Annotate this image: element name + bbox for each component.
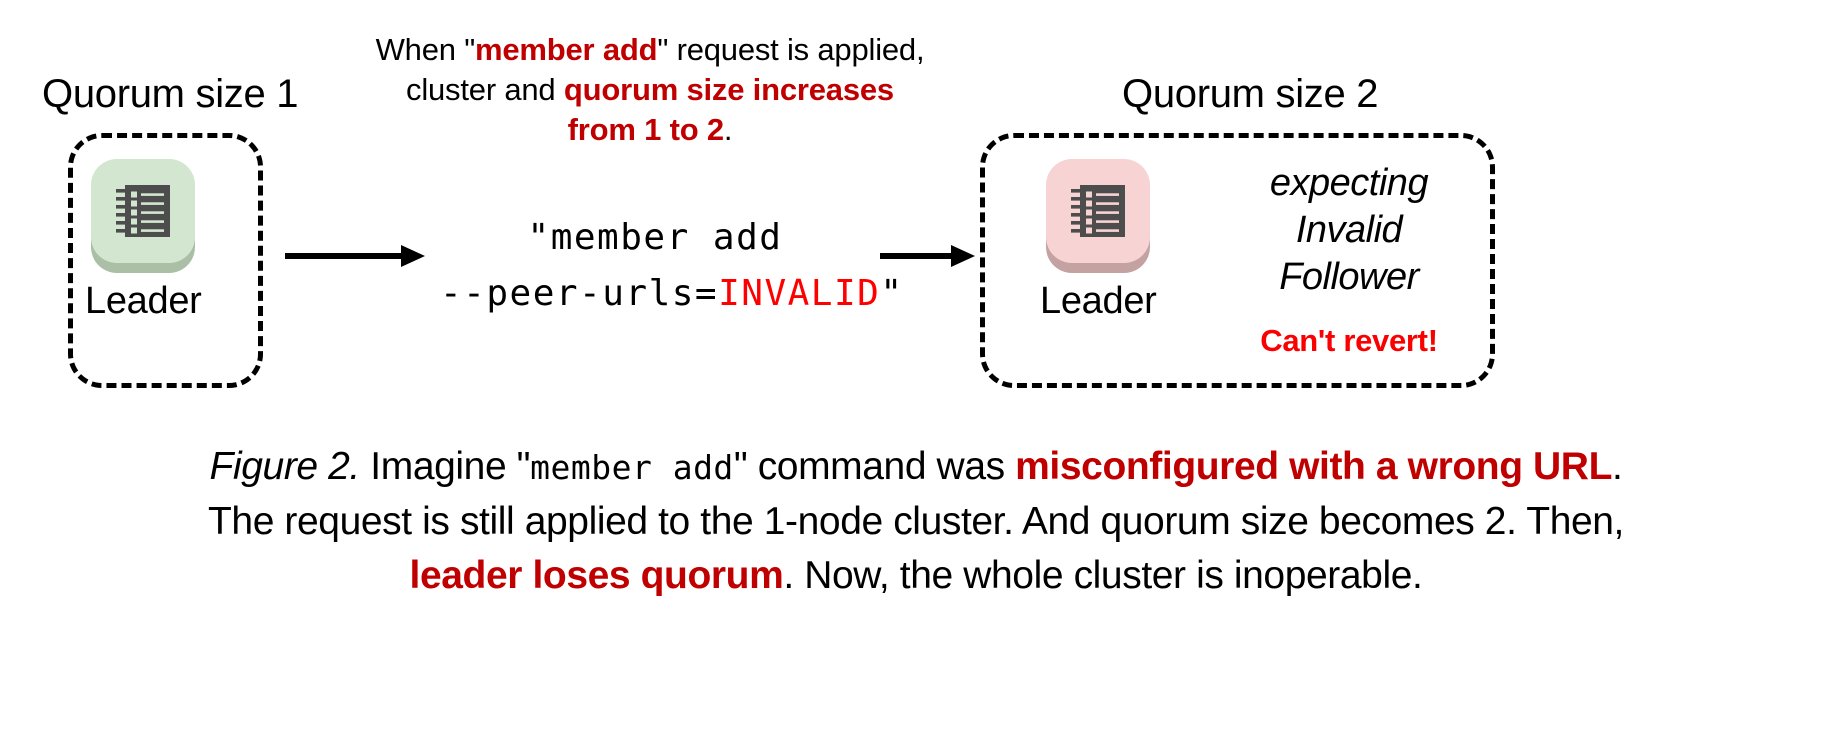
command-invalid-value: INVALID: [718, 273, 881, 314]
arrow-left-to-command-icon: [285, 245, 425, 267]
top-note-2-pre: cluster and: [406, 72, 564, 107]
right-cluster-title: Quorum size 2: [1122, 72, 1379, 116]
top-note-1-highlight: member add: [475, 32, 658, 67]
top-note-1-pre: When ": [375, 32, 476, 67]
note-line-3: Follower: [1279, 256, 1419, 298]
cant-revert-warning: Can't revert!: [1260, 323, 1438, 358]
note-line-2: Invalid: [1295, 209, 1403, 251]
top-note-3-highlight: from 1 to 2: [567, 112, 724, 147]
top-note-1-post: " request is applied,: [657, 32, 925, 67]
right-leader-node: Leader: [1040, 155, 1157, 323]
top-note-line-2: cluster and quorum size increases: [350, 70, 950, 110]
diagram-area: Quorum size 1 Quorum size 2: [42, 30, 1495, 388]
arrow-1-shaft: [285, 253, 403, 259]
figure-label: Figure 2.: [209, 445, 361, 488]
top-note-line-3: from 1 to 2.: [350, 110, 950, 150]
command-text: "member add --peer-urls=INVALID": [440, 210, 902, 322]
arrow-2-head: [951, 245, 975, 267]
caption-seg-1: Imagine ": [359, 445, 531, 488]
left-node-icon-wrap: [87, 155, 199, 277]
server-node-icon: [91, 159, 196, 263]
right-cluster-box: [980, 133, 1495, 388]
caption-seg-2: " command was: [733, 445, 1016, 488]
caption-mono-command: member add: [530, 448, 734, 487]
caption-line-3: leader loses quorum. Now, the whole clus…: [0, 549, 1832, 603]
top-note-3-post: .: [723, 112, 733, 147]
figure-caption: Figure 2. Imagine "member add" command w…: [0, 440, 1832, 603]
command-line-2: --peer-urls=INVALID": [440, 266, 902, 322]
left-node-label: Leader: [85, 280, 202, 322]
top-note-2-highlight: quorum size increases: [563, 72, 894, 107]
note-line-1: expecting: [1269, 162, 1429, 204]
left-cluster-box: [68, 133, 263, 388]
caption-line-2: The request is still applied to the 1-no…: [207, 500, 1624, 543]
caption-highlight-1: misconfigured with a wrong URL: [1015, 445, 1612, 488]
right-node-label: Leader: [1040, 280, 1157, 322]
command-line-1: "member add: [527, 217, 783, 258]
caption-seg-4: . Now, the whole cluster is inoperable.: [783, 554, 1423, 597]
right-cluster-note: expecting Invalid Follower: [1215, 160, 1483, 301]
left-cluster-title: Quorum size 1: [42, 72, 299, 116]
caption-line-1: Figure 2. Imagine "member add" command w…: [0, 440, 1832, 495]
right-node-icon-wrap: [1042, 155, 1154, 277]
caption-seg-3: .: [1612, 445, 1623, 488]
command-flag: --peer-urls=: [440, 273, 719, 314]
top-note-line-1: When "member add" request is applied,: [350, 30, 950, 70]
arrow-2-shaft: [880, 253, 953, 259]
arrow-1-head: [401, 245, 425, 267]
arrow-command-to-right-icon: [880, 245, 975, 267]
server-node-icon: [1046, 159, 1151, 263]
top-explanation-note: When "member add" request is applied, cl…: [350, 30, 950, 150]
caption-highlight-2: leader loses quorum: [409, 554, 784, 597]
command-close-quote: ": [880, 273, 904, 314]
left-leader-node: Leader: [85, 155, 202, 323]
